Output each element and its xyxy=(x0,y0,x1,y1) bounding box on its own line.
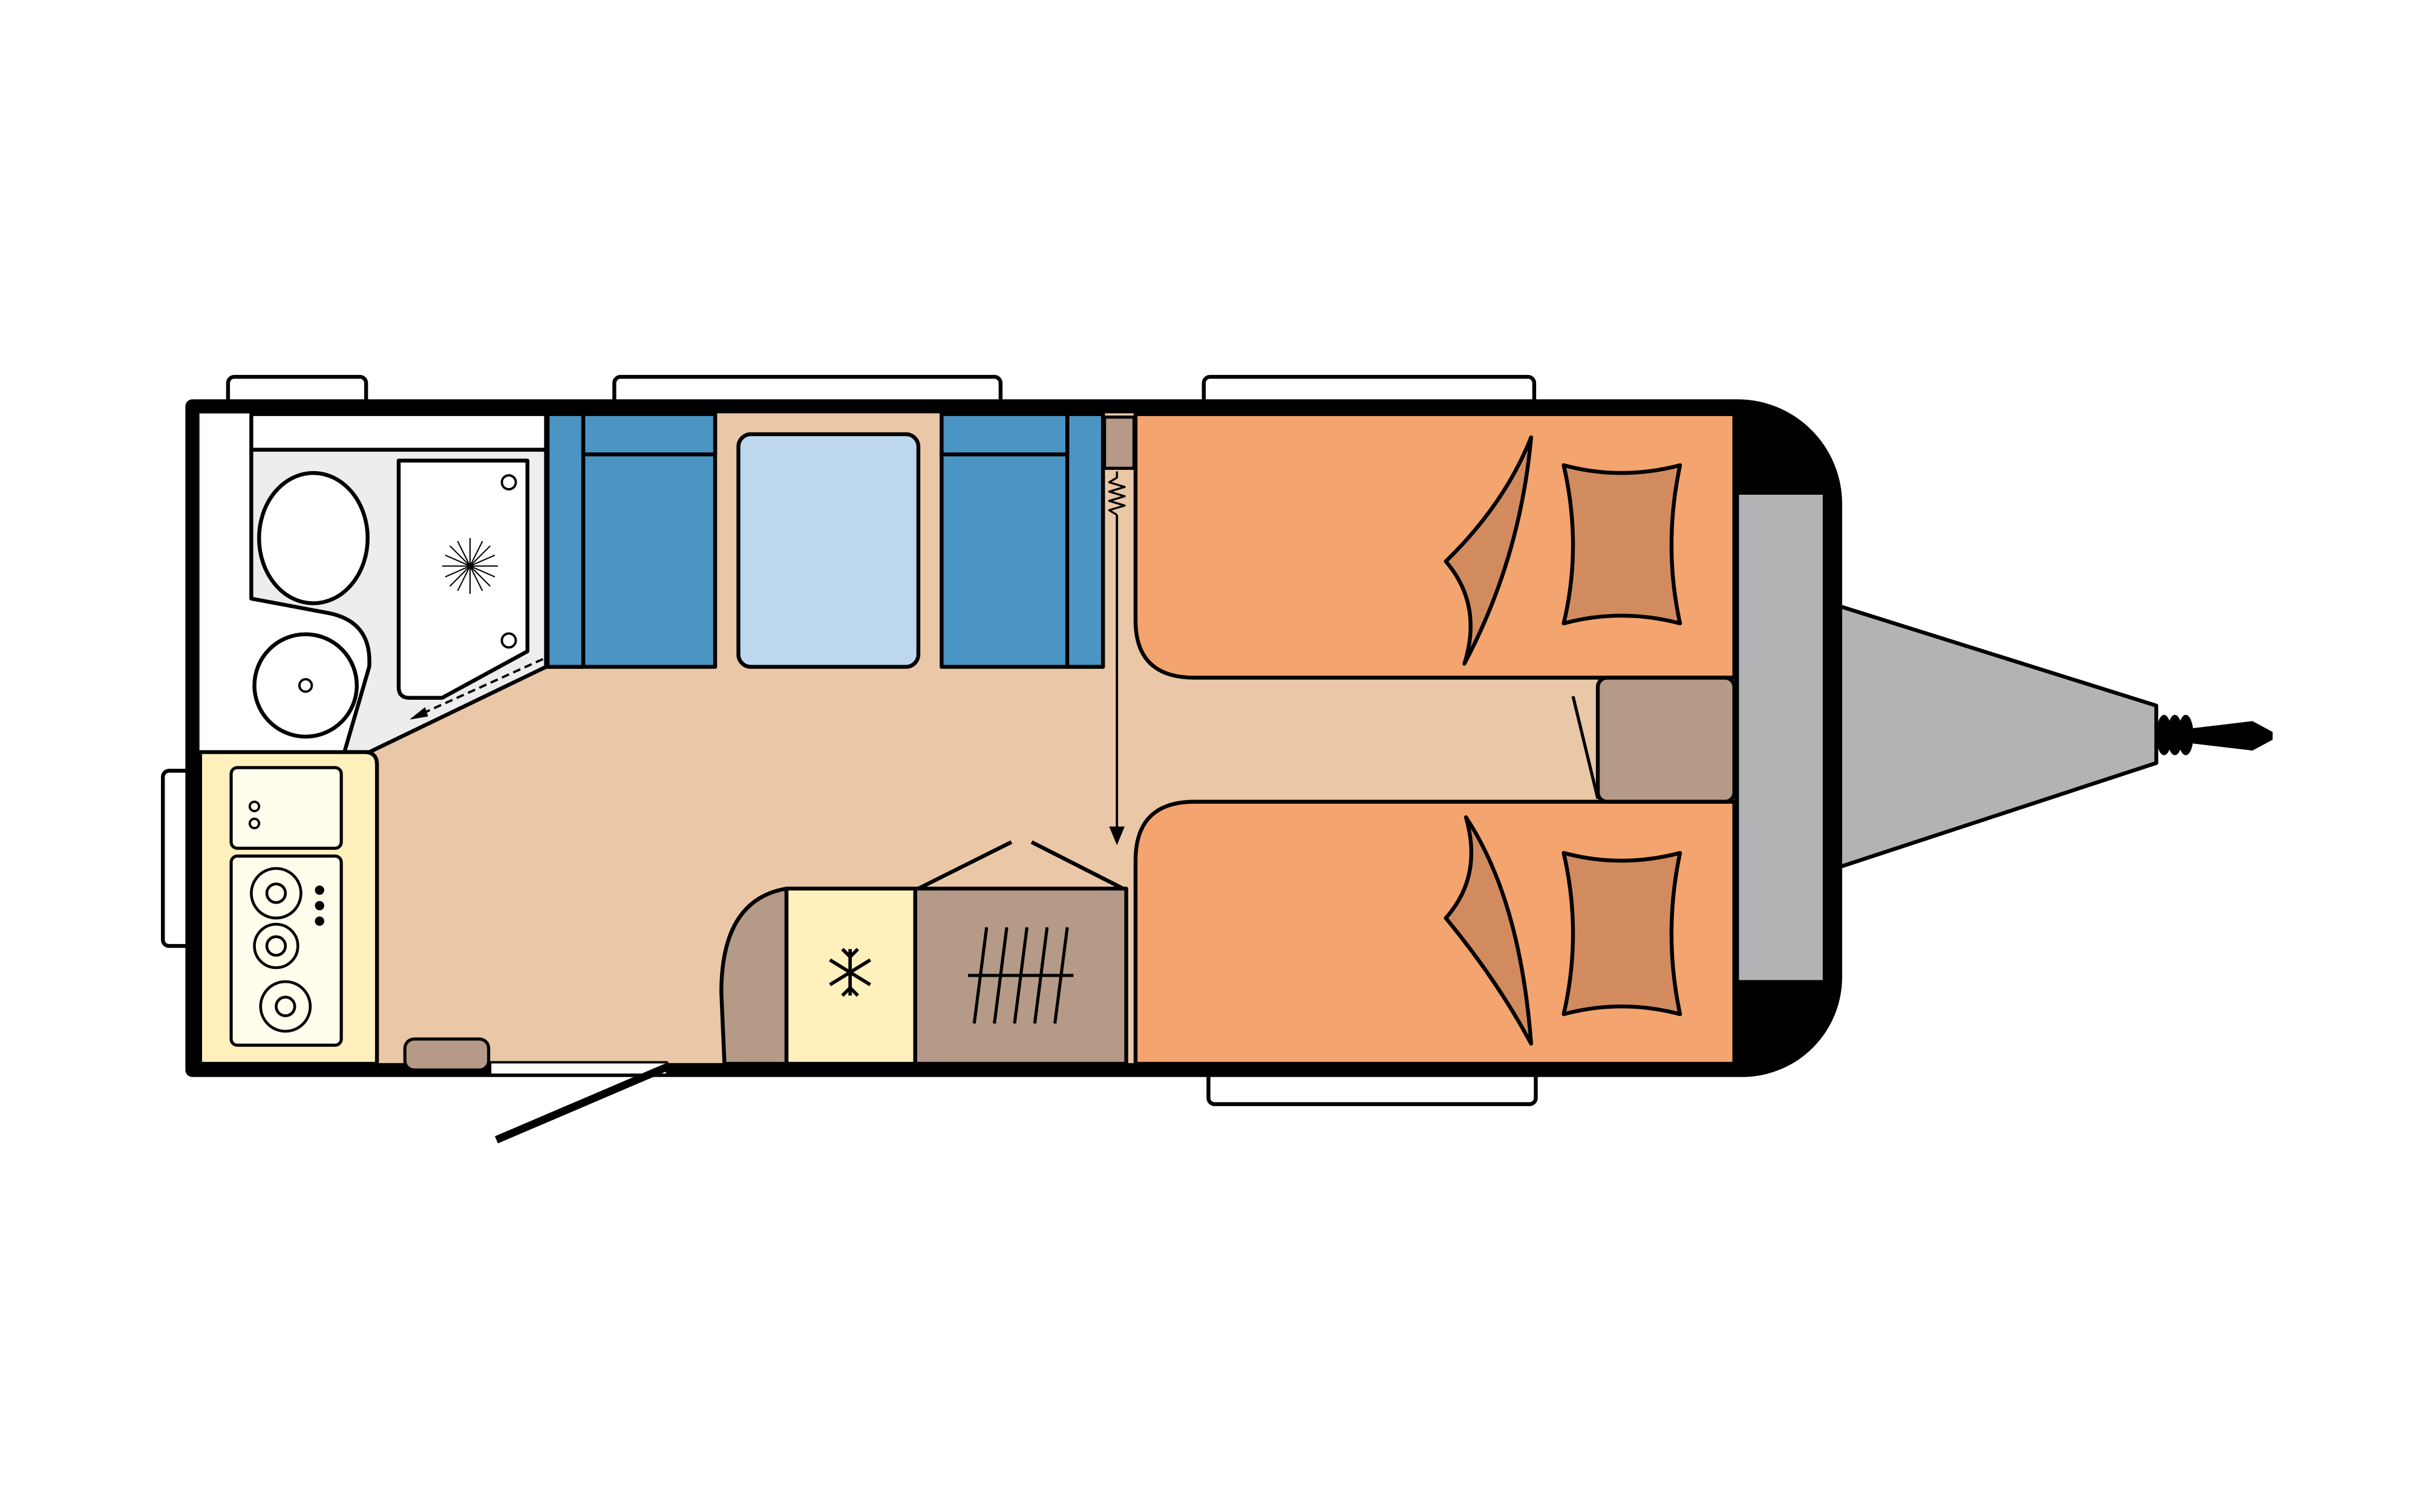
arrow-head xyxy=(1109,826,1125,846)
sink-drain xyxy=(248,800,261,812)
bench-left-back-top xyxy=(581,412,718,457)
shower-fixture xyxy=(500,474,517,490)
step-box xyxy=(403,1037,491,1072)
pillow xyxy=(1444,435,1533,666)
pillow xyxy=(1444,815,1533,1046)
oven-grill-icon xyxy=(968,927,1074,1024)
pillow xyxy=(1562,851,1683,1017)
pillow xyxy=(1562,463,1683,625)
sink-drain xyxy=(248,817,261,830)
front-storage xyxy=(1736,491,1826,983)
kitchen-sink xyxy=(229,766,343,850)
entrance-door[interactable] xyxy=(494,1063,669,1144)
galley xyxy=(719,840,1128,1066)
cabinet-lid xyxy=(917,840,1124,891)
dinette xyxy=(545,412,1105,669)
beds xyxy=(1133,412,1736,1066)
toilet-icon xyxy=(257,471,370,605)
hob-knobs xyxy=(315,885,324,926)
sink-drain xyxy=(298,678,313,693)
top-shelf xyxy=(249,412,548,452)
nightstand xyxy=(1595,676,1736,804)
hob-icon xyxy=(229,854,343,1047)
nightstand-lid xyxy=(1571,696,1600,800)
arrow-head xyxy=(409,707,428,720)
shower-drain-icon xyxy=(442,538,499,595)
sliding-door-arrow xyxy=(415,657,544,718)
bathroom xyxy=(200,412,548,754)
hob-burners xyxy=(250,867,312,1033)
corner-cabinet xyxy=(719,887,789,1066)
table xyxy=(736,432,921,669)
hitch-ring xyxy=(2156,715,2172,755)
drawbar-frame xyxy=(1833,602,2159,871)
hitch-ring xyxy=(2178,715,2194,755)
wardrobe xyxy=(1103,415,1136,470)
fridge-snowflake-icon xyxy=(829,948,871,997)
drawbar xyxy=(1833,602,2273,871)
bench-right-back-top xyxy=(940,412,1070,457)
spring-icon xyxy=(1108,471,1126,516)
hitch-coupling xyxy=(2187,721,2273,751)
door-threshold xyxy=(489,1061,669,1076)
shower-fixture xyxy=(500,632,517,649)
hitch-ring xyxy=(2167,715,2183,755)
kitchen xyxy=(198,750,491,1072)
bench-left-back xyxy=(545,412,586,669)
bench-right-back xyxy=(1065,412,1105,669)
